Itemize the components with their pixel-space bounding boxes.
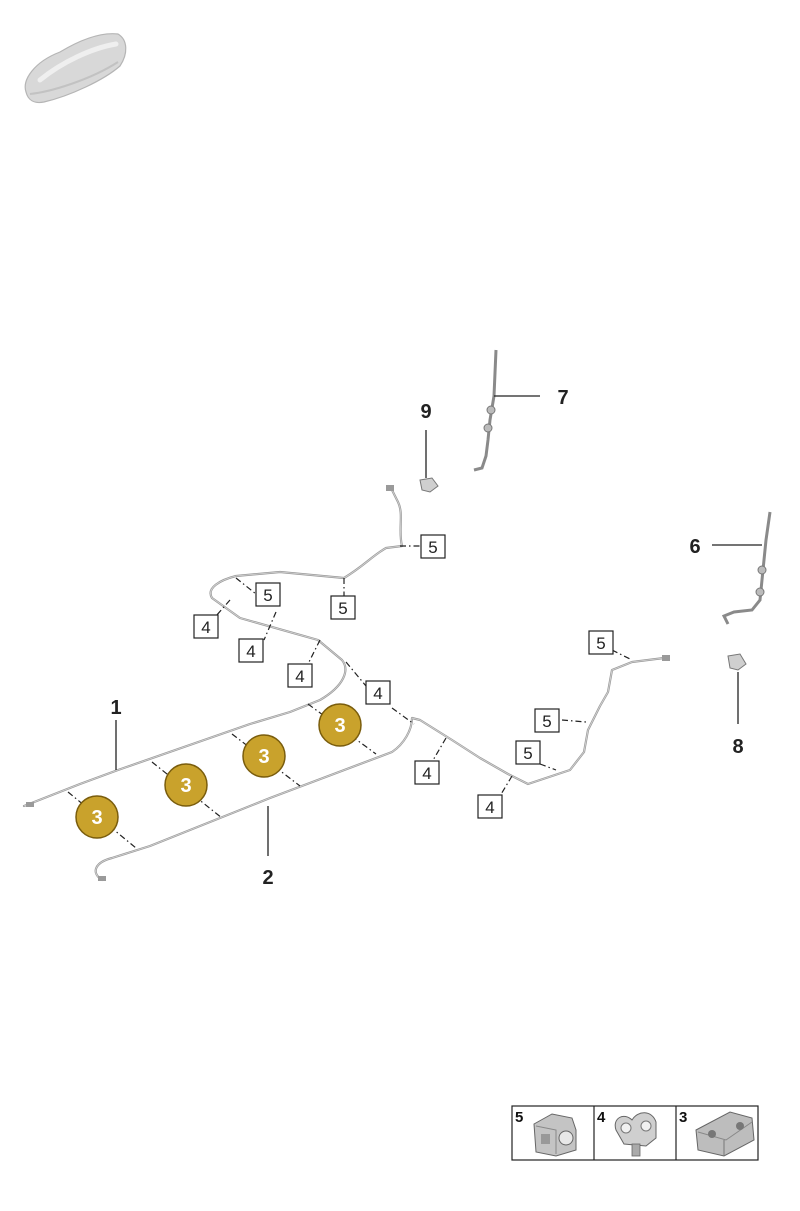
svg-text:3: 3	[180, 775, 191, 797]
legend-number: 4	[597, 1109, 606, 1126]
part-label: 9	[420, 401, 431, 423]
svg-text:5: 5	[428, 538, 437, 557]
part-label: 7	[557, 387, 568, 409]
svg-text:4: 4	[295, 667, 304, 686]
single-clip-callout: 5	[330, 595, 356, 620]
sensor-cable-icon	[473, 349, 498, 472]
clip-leaders	[215, 545, 633, 797]
part-label: 1	[110, 697, 121, 719]
svg-text:3: 3	[91, 807, 102, 829]
grommet-callout: 3	[75, 795, 119, 839]
clip-bracket-icon	[419, 477, 439, 493]
grommet-callout: 3	[318, 703, 362, 747]
double-clip-callout: 4	[414, 760, 440, 785]
svg-text:3: 3	[334, 715, 345, 737]
svg-text:3: 3	[258, 746, 269, 768]
double-clip-callout: 4	[193, 614, 219, 639]
grommet-callout: 3	[242, 734, 286, 778]
double-clip-callout: 4	[365, 680, 391, 705]
svg-text:4: 4	[422, 764, 431, 783]
part-label: 8	[732, 736, 743, 758]
clip-bracket-icon	[727, 653, 747, 671]
grommet-clip-icon	[695, 1111, 755, 1157]
single-clip-callout: 5	[420, 534, 446, 559]
single-clip-callout: 5	[534, 708, 560, 733]
clip-legend: 5 4 3	[511, 1105, 759, 1161]
legend-number: 5	[515, 1109, 523, 1126]
sensor-cable-icon	[721, 511, 772, 625]
single-clip-callout: 5	[515, 740, 541, 765]
double-pipe-clip-icon	[614, 1112, 657, 1157]
single-clip-callout: 5	[588, 630, 614, 655]
svg-text:4: 4	[485, 798, 494, 817]
svg-text:5: 5	[596, 634, 605, 653]
svg-text:5: 5	[338, 599, 347, 618]
double-clip-callout: 4	[287, 663, 313, 688]
svg-text:4: 4	[373, 684, 382, 703]
single-pipe-clip-icon	[533, 1113, 577, 1157]
car-silhouette-icon	[24, 33, 127, 104]
svg-text:5: 5	[263, 586, 272, 605]
svg-text:5: 5	[523, 744, 532, 763]
svg-text:5: 5	[542, 712, 551, 731]
double-clip-callout: 4	[238, 638, 264, 663]
svg-text:4: 4	[201, 618, 210, 637]
double-clip-callout: 4	[477, 794, 503, 819]
part-label: 6	[689, 536, 700, 558]
svg-text:4: 4	[246, 642, 255, 661]
single-clip-callout: 5	[255, 582, 281, 607]
legend-number: 3	[679, 1109, 687, 1126]
part-label: 2	[262, 867, 273, 889]
grommet-callout: 3	[164, 763, 208, 807]
brake-pipe-lines	[22, 484, 670, 882]
